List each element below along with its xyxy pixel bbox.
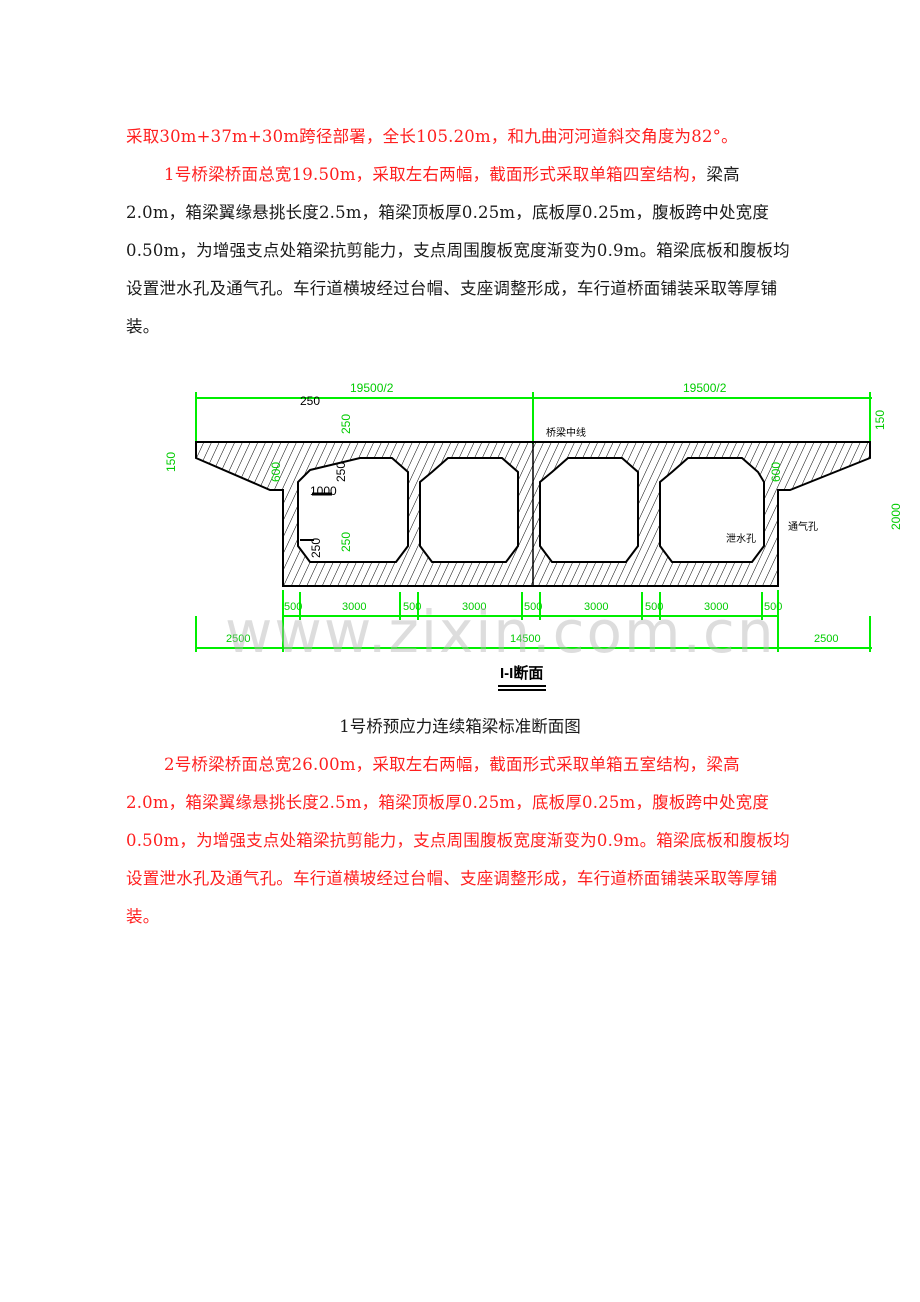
dim-web-3: 500 <box>524 601 542 613</box>
dim-root-right: 600 <box>769 462 783 482</box>
dim-cell-3: 3000 <box>584 601 608 613</box>
paragraph-text: 采取30m+37m+30m跨径部署，全长105.20m，和九曲河河道斜交角度为8… <box>126 127 738 146</box>
dim-half-width-left: 19500/2 <box>350 381 394 395</box>
dim-cantilever-right: 2500 <box>814 633 838 645</box>
label-vent-hole: 通气孔 <box>788 520 818 533</box>
paragraph-text: 梁高2.0m，箱梁翼缘悬挑长度2.5m，箱梁顶板厚0.25m，底板厚0.25m，… <box>126 165 790 336</box>
dim-cell-4: 3000 <box>704 601 728 613</box>
dim-web-4: 500 <box>645 601 663 613</box>
dim-height: 2000 <box>889 503 903 530</box>
paragraph-bridge-2: 2号桥梁桥面总宽26.00m，采取左右两幅，截面形式采取单箱五室结构，梁高2.0… <box>126 746 798 936</box>
dim-edge-right: 150 <box>873 410 887 430</box>
dim-cell-1: 3000 <box>342 601 366 613</box>
dim-cantilever-left: 2500 <box>226 633 250 645</box>
section-label: I-I断面 <box>500 664 543 682</box>
dim-edge-left: 150 <box>164 452 178 472</box>
box-girder-section <box>195 441 871 587</box>
paragraph-highlight: 1号桥梁桥面总宽19.50m，采取左右两幅，截面形式采取单箱四室结构， <box>164 165 707 184</box>
dim-chamfer-top-h: 250 <box>334 462 348 482</box>
paragraph-span-layout: 采取30m+37m+30m跨径部署，全长105.20m，和九曲河河道斜交角度为8… <box>126 118 798 156</box>
label-drain-hole: 泄水孔 <box>726 532 756 545</box>
top-dimension <box>195 392 872 444</box>
dim-overhang-top: 250 <box>300 394 320 408</box>
dim-root-left: 600 <box>269 462 283 482</box>
paragraph-text: 2号桥梁桥面总宽26.00m，采取左右两幅，截面形式采取单箱五室结构，梁高2.0… <box>126 755 790 926</box>
dim-chamfer-bottom: 250 <box>309 538 323 558</box>
dim-web-2: 500 <box>403 601 421 613</box>
dim-web-5: 500 <box>764 601 782 613</box>
dim-top-slab: 250 <box>339 414 353 434</box>
dim-half-width-right: 19500/2 <box>683 381 727 395</box>
dim-bottom-slab: 250 <box>339 532 353 552</box>
dim-bottom-width: 14500 <box>510 633 541 645</box>
dim-web-1: 500 <box>284 601 302 613</box>
dim-chamfer-top-w: 1000 <box>310 484 337 498</box>
dim-cell-2: 3000 <box>462 601 486 613</box>
label-deck-centerline: 桥梁中线 <box>546 426 586 439</box>
box-girder-cross-section-drawing: 19500/2 19500/2 150 600 250 250 600 150 … <box>160 370 920 700</box>
figure-caption: 1号桥预应力连续箱梁标准断面图 <box>339 717 581 736</box>
paragraph-bridge-1: 1号桥梁桥面总宽19.50m，采取左右两幅，截面形式采取单箱四室结构，梁高2.0… <box>126 156 798 346</box>
